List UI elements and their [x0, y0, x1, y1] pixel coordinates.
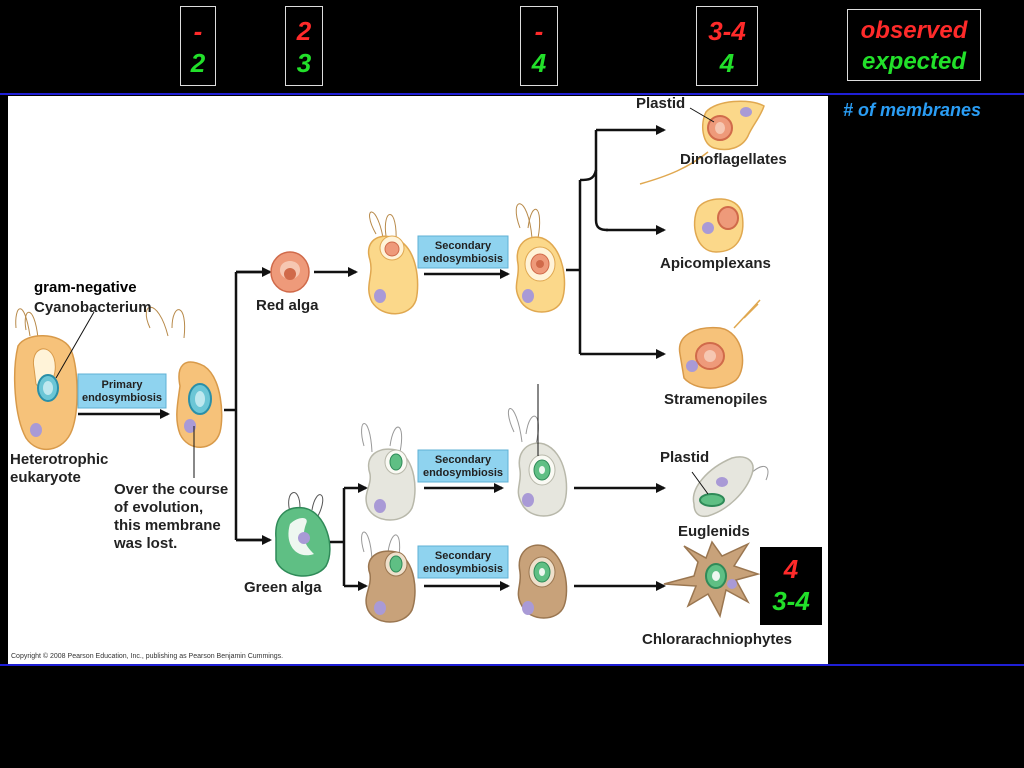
nucleus	[30, 423, 42, 437]
membrane-lost-line1: Over the course	[114, 481, 228, 498]
expected-count: 2	[190, 48, 206, 78]
secondary-label-line2: endosymbiosis	[423, 467, 503, 479]
euglenids-label: Euglenids	[678, 523, 750, 540]
dinoflagellates-label: Dinoflagellates	[680, 151, 787, 168]
dinoflagellate-cell	[639, 100, 765, 185]
euglenid-host-cell	[361, 423, 416, 521]
chlorarachniophyte-host-cell	[361, 531, 416, 623]
red-secondary-host-cell	[367, 211, 419, 315]
secondary-endosymbiosis-box-chlorarachniophyte	[417, 545, 509, 579]
euglenid-cell	[692, 456, 769, 518]
heterotrophic-label: Heterotrophic	[10, 451, 108, 468]
euglenid-secondary-cell	[507, 408, 568, 517]
stramenopile-cell	[678, 299, 761, 389]
secondary-label-line1: Secondary	[435, 240, 492, 252]
legend-box: observed expected	[847, 9, 981, 81]
secondary-endosymbiosis-box-red	[417, 235, 509, 269]
count-box-2: 2 3	[285, 6, 323, 86]
chlorarachniophytes-label: Chlorarachniophytes	[642, 631, 792, 648]
expected-count: 3	[296, 48, 312, 78]
secondary-label-line2: endosymbiosis	[423, 253, 503, 265]
observed-count: 3-4	[708, 16, 746, 46]
primary-label-line1: Primary	[102, 379, 144, 391]
endosymbiosis-figure: Primary endosymbiosis Secondary endosymb…	[8, 96, 828, 664]
observed-count: -	[534, 16, 544, 46]
red-alga-cell	[270, 251, 310, 293]
top-divider	[0, 93, 1024, 95]
red-alga-label: Red alga	[256, 297, 319, 314]
apicomplexan-cell	[693, 198, 744, 253]
chlorarachniophyte-secondary-cell	[517, 544, 568, 619]
count-box-3: - 4	[520, 6, 558, 86]
membrane-lost-line3: this membrane	[114, 517, 221, 534]
copyright: Copyright © 2008 Pearson Education, Inc.…	[11, 652, 283, 660]
secondary-endosymbiosis-box-euglenid	[417, 449, 509, 483]
primary-label-line2: endosymbiosis	[82, 392, 162, 404]
chlorarachniophyte-count-box: 4 3-4	[760, 547, 822, 625]
heterotrophic-eukaryote-cell	[14, 308, 78, 451]
eukaryote-label: eukaryote	[10, 469, 81, 486]
observed-count: 2	[296, 16, 312, 46]
apicomplexans-label: Apicomplexans	[660, 255, 771, 272]
membrane-lost-line4: was lost.	[113, 535, 177, 552]
secondary-label-line1: Secondary	[435, 454, 492, 466]
count-box-1: - 2	[180, 6, 216, 86]
primary-endosymbiont-cell	[145, 306, 223, 448]
observed-count: -	[193, 16, 203, 46]
plastid-label-dino: Plastid	[636, 96, 685, 112]
green-alga-label: Green alga	[244, 579, 322, 596]
observed-count: 4	[783, 554, 799, 584]
red-secondary-cell	[515, 203, 566, 313]
secondary-label-line1: Secondary	[435, 550, 492, 562]
plastid	[699, 493, 725, 507]
chlorarachniophyte-cell	[663, 540, 761, 619]
count-box-4: 3-4 4	[696, 6, 758, 86]
membranes-label: # of membranes	[843, 100, 982, 120]
stramenopiles-label: Stramenopiles	[664, 391, 767, 408]
cyanobacterium-label: Cyanobacterium	[34, 299, 152, 316]
green-alga-cell	[275, 492, 331, 577]
gram-negative-label: gram-negative	[34, 279, 137, 296]
expected-count: 3-4	[772, 586, 810, 616]
expected-count: 4	[719, 48, 735, 78]
legend-expected: expected	[861, 48, 967, 75]
expected-count: 4	[531, 48, 547, 78]
plastid-label-euglenid: Plastid	[660, 449, 709, 466]
secondary-label-line2: endosymbiosis	[423, 563, 503, 575]
legend-observed: observed	[860, 17, 968, 44]
primary-endosymbiosis-box	[77, 373, 167, 409]
membrane-lost-line2: of evolution,	[114, 499, 203, 516]
bottom-divider	[0, 664, 1024, 666]
